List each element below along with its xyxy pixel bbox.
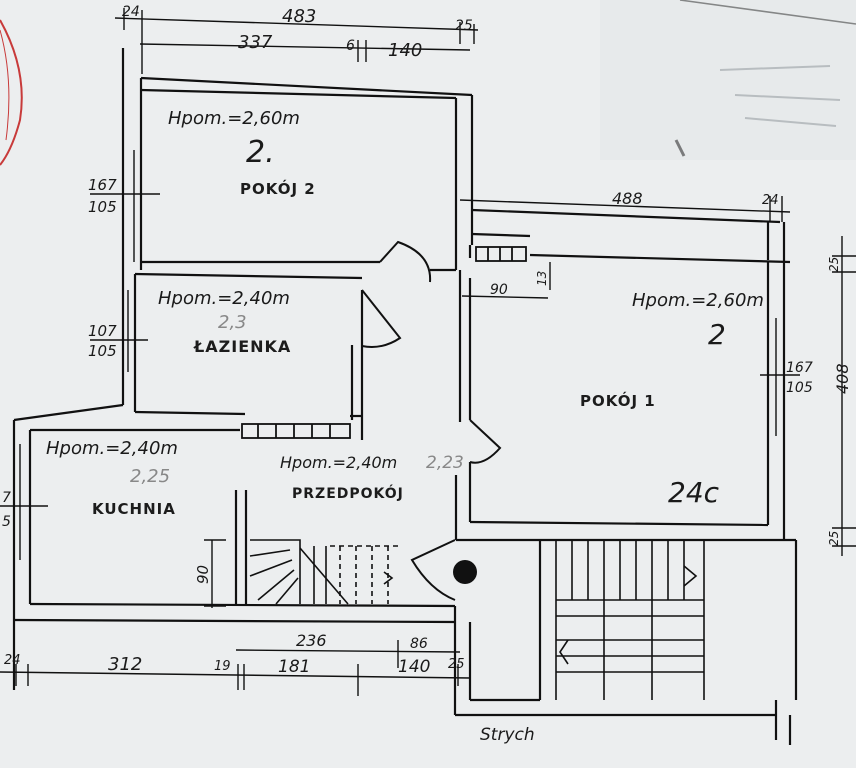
pokoj2-height: Hpom.=2,60m (168, 108, 300, 129)
dim-p2-167: 167 (88, 176, 117, 194)
dim-k-7: 7 (2, 490, 11, 506)
przedpokoj-mark: 2,23 (426, 453, 464, 473)
lazienka-name: ŁAZIENKA (193, 337, 291, 356)
dim-bot-86: 86 (410, 636, 428, 652)
stairs-left (249, 539, 400, 605)
dimension-lines (0, 8, 856, 696)
walls (12, 48, 798, 745)
stairs-right (555, 540, 705, 700)
red-stamp (0, 19, 23, 166)
dim-mid-24: 24 (762, 193, 779, 208)
dim-bot-25: 25 (448, 657, 465, 672)
faint-marks (674, 0, 856, 157)
dim-p1-105: 105 (786, 380, 813, 396)
dim-right-25b: 25 (827, 531, 841, 546)
dim-top-483: 483 (282, 6, 316, 27)
dim-top-6: 6 (346, 38, 355, 54)
dim-bot-19: 19 (214, 659, 231, 674)
strych-label: Strych (480, 725, 535, 745)
pokoj2-name: POKÓJ 2 (240, 179, 316, 198)
dim-mid-488: 488 (612, 189, 643, 208)
lazienka-mark: 2,3 (218, 312, 247, 333)
dim-top-24: 24 (122, 4, 140, 20)
dim-right-408: 408 (833, 363, 852, 394)
dim-bot-236: 236 (296, 631, 327, 650)
pokoj1-mark: 2 (708, 318, 726, 351)
dim-right-25a: 25 (827, 257, 841, 272)
pokoj2-mark: 2. (246, 135, 275, 170)
pokoj1-height: Hpom.=2,60m (632, 290, 764, 311)
kuchnia-name: KUCHNIA (92, 500, 176, 518)
kuchnia-mark: 2,25 (130, 466, 170, 487)
przedpokoj-name: PRZEDPOKÓJ (292, 484, 404, 502)
vent-blocks (241, 246, 527, 439)
dim-bot-181: 181 (278, 657, 310, 677)
dim-bot-312: 312 (108, 654, 142, 675)
dim-top-337: 337 (238, 32, 273, 53)
black-marker-dot (453, 560, 477, 584)
dim-p1-13: 13 (535, 271, 549, 286)
doors (361, 240, 502, 601)
dim-p1-90: 90 (490, 282, 508, 298)
dim-lz-105: 105 (88, 342, 117, 360)
dim-k-5: 5 (2, 514, 11, 530)
kuchnia-height: Hpom.=2,40m (46, 438, 178, 459)
dim-top-25: 25 (455, 18, 473, 34)
pokoj1-name: POKÓJ 1 (580, 391, 656, 410)
pokoj1-mark2: 24c (668, 476, 720, 509)
dim-bot-140: 140 (398, 657, 430, 677)
dim-p2-105: 105 (88, 198, 117, 216)
lazienka-height: Hpom.=2,40m (158, 288, 290, 309)
dim-p1-167: 167 (786, 360, 813, 376)
dim-stairs-90: 90 (194, 565, 212, 584)
dim-lz-107: 107 (88, 322, 117, 340)
dim-bot-24: 24 (4, 653, 21, 668)
dim-top-140: 140 (388, 40, 422, 61)
przedpokoj-height: Hpom.=2,40m (280, 453, 397, 472)
